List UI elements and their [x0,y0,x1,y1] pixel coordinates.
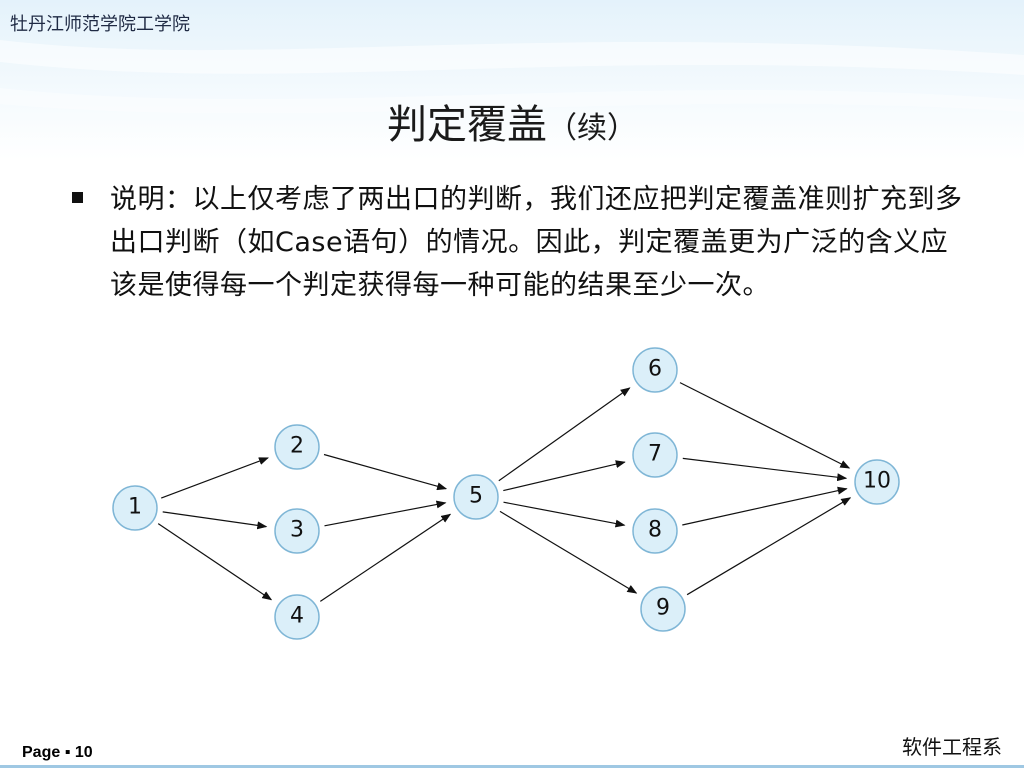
node-10: 10 [854,459,900,505]
node-label-10: 10 [863,469,891,494]
institution-name: 牡丹江师范学院工学院 [10,14,190,35]
node-7: 7 [632,432,678,478]
node-circle-4 [274,594,320,640]
page-label: Page [22,744,61,761]
edge-5-9 [499,510,638,594]
node-9: 9 [640,586,686,632]
node-label-1: 1 [128,495,142,520]
node-label-8: 8 [648,518,662,543]
edge-5-7 [503,460,626,492]
node-label-3: 3 [290,518,304,543]
edge-7-10 [682,457,848,482]
page-number: 10 [74,744,93,761]
slide-title-suffix: （续） [547,111,637,146]
edge-1-3 [162,511,268,530]
node-label-4: 4 [290,604,304,629]
node-3: 3 [274,508,320,554]
edge-5-8 [503,501,626,528]
node-5: 5 [453,474,499,520]
bullet-list: 说明：以上仅考虑了两出口的判断，我们还应把判定覆盖准则扩充到多出口判断（如Cas… [72,178,972,307]
node-label-5: 5 [469,484,483,509]
node-label-7: 7 [648,442,662,467]
node-2: 2 [274,424,320,470]
node-circle-5 [453,474,499,520]
edge-5-6 [498,387,631,482]
node-circle-6 [632,347,678,393]
slide-title-main: 判定覆盖 [387,102,547,148]
bullet-text: 说明：以上仅考虑了两出口的判断，我们还应把判定覆盖准则扩充到多出口判断（如Cas… [110,184,963,301]
nodes-layer: 1 2 3 4 5 6 7 8 9 10 [112,347,900,640]
node-circle-2 [274,424,320,470]
footer-bar [0,765,1024,768]
node-circle-8 [632,508,678,554]
edges-layer [157,382,852,602]
node-6: 6 [632,347,678,393]
edge-1-2 [160,457,269,499]
node-circle-7 [632,432,678,478]
edge-4-5 [319,513,452,602]
page-indicator: Page ▪ 10 [22,744,93,761]
slide-title: 判定覆盖（续） [0,92,1024,150]
node-label-2: 2 [290,434,304,459]
node-1: 1 [112,485,158,531]
node-8: 8 [632,508,678,554]
edge-6-10 [679,382,851,469]
department-name: 软件工程系 [902,735,1002,759]
edge-3-5 [324,500,447,527]
edge-8-10 [682,486,848,526]
header-background [0,0,1024,160]
node-4: 4 [274,594,320,640]
edge-1-4 [157,523,273,601]
node-circle-3 [274,508,320,554]
edge-9-10 [686,497,852,596]
node-label-9: 9 [656,596,670,621]
node-label-6: 6 [648,357,662,382]
edge-2-5 [323,453,448,491]
node-circle-10 [854,459,900,505]
node-circle-1 [112,485,158,531]
square-bullet-icon [72,192,83,203]
node-circle-9 [640,586,686,632]
